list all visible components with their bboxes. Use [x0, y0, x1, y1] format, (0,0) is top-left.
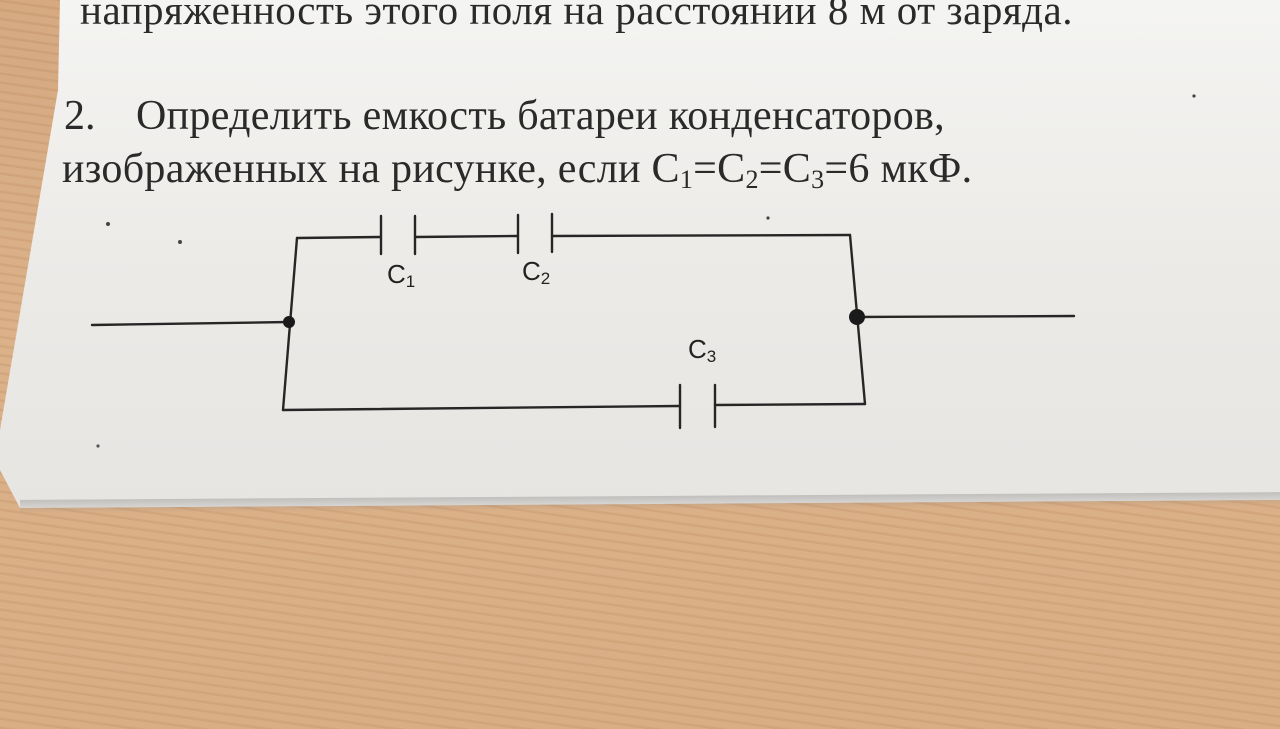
- left-junction-dot: [283, 316, 295, 328]
- paper-speck: [1192, 94, 1196, 98]
- equals-c2: =C: [693, 146, 746, 192]
- subscript-2: 2: [745, 165, 759, 194]
- equals-c3: =C: [758, 146, 812, 192]
- right-junction-dot: [849, 309, 865, 325]
- problem-text-start: изображенных на рисунке, если C: [62, 146, 680, 192]
- paper-sheet: напряженность этого поля на расстоянии 8…: [0, 0, 1280, 508]
- problem-text-line2: изображенных на рисунке, если C1=C2=C3=6…: [62, 145, 972, 195]
- top-wire-left: [295, 235, 382, 240]
- subscript-3: 3: [811, 165, 825, 194]
- bottom-wire-left: [281, 404, 681, 412]
- paper-speck: [106, 222, 110, 226]
- input-wire: [90, 320, 291, 327]
- capacitor-label-c3: C3: [688, 334, 716, 366]
- circuit-diagram: C1 C2 C3: [90, 94, 1196, 448]
- top-wire-right: [550, 233, 852, 238]
- paper-speck: [96, 444, 100, 448]
- paper-speck: [178, 240, 182, 244]
- problem-text-line1: Определить емкость батареи конденсаторов…: [136, 93, 945, 139]
- capacitor-label-c2: C2: [522, 256, 550, 288]
- bottom-wire-right: [713, 402, 867, 407]
- output-wire: [855, 314, 1076, 319]
- paper-speck: [766, 216, 770, 220]
- subscript-1: 1: [679, 165, 694, 194]
- previous-problem-line: напряженность этого поля на расстоянии 8…: [80, 0, 1073, 33]
- problem-number: 2.: [64, 93, 96, 139]
- top-wire-middle: [413, 234, 519, 239]
- capacitor-label-c1: C1: [387, 259, 415, 291]
- value-text: =6 мкФ.: [824, 146, 973, 192]
